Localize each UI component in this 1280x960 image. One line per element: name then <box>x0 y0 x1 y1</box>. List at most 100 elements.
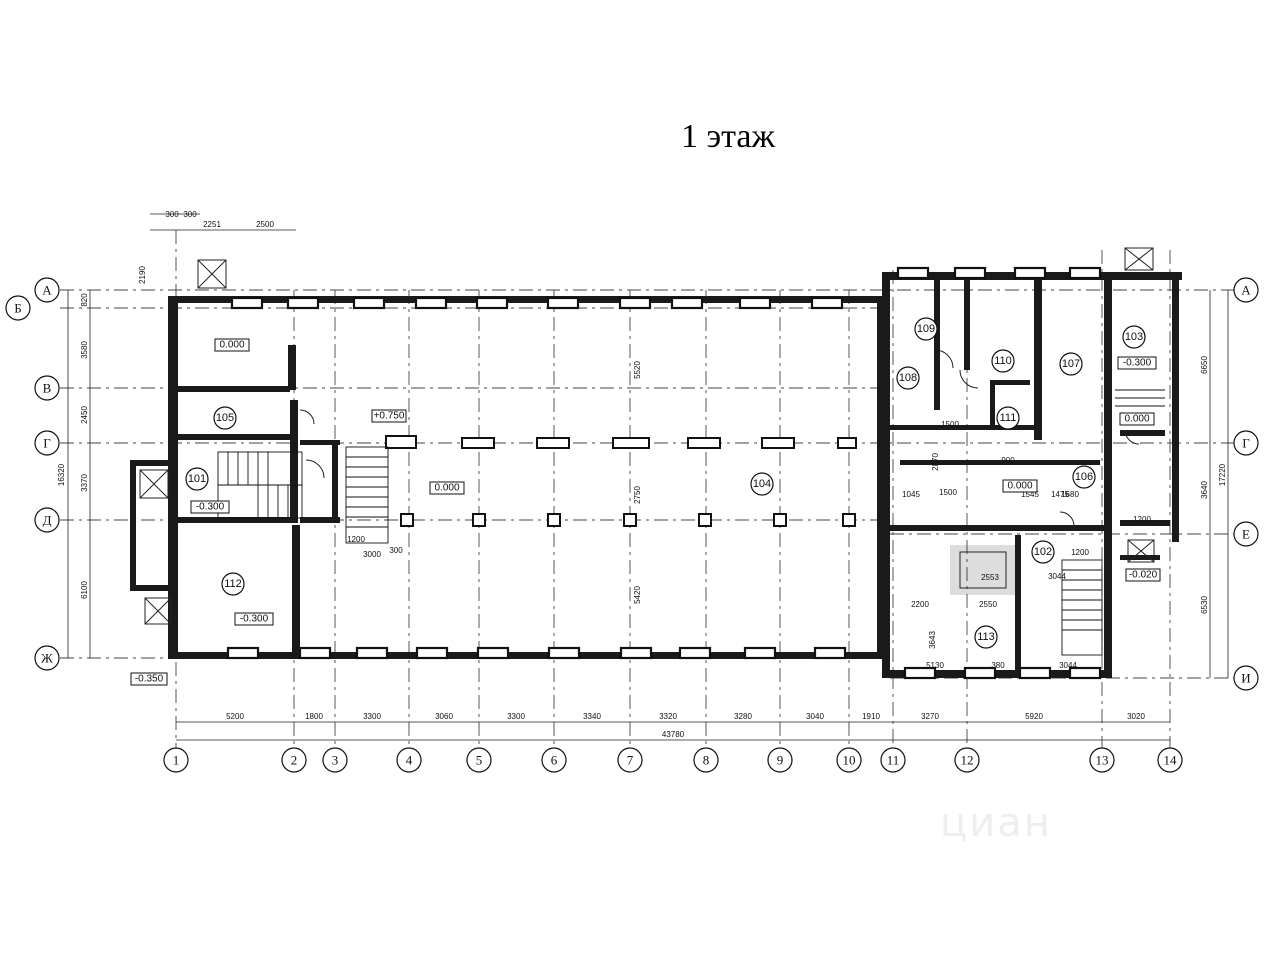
dim-inner-24: 1500 <box>939 488 957 497</box>
axis-2: 2 <box>291 753 298 768</box>
dim-11-12: 3270 <box>921 712 939 721</box>
axis-9: 9 <box>777 753 784 768</box>
room-103: 103 <box>1125 331 1143 343</box>
room-111: 111 <box>1000 412 1017 424</box>
door-swings <box>299 349 1140 527</box>
dim-inner-19: 2553 <box>981 573 999 582</box>
dim-inner-11: 1475 <box>1051 490 1069 499</box>
dim-top-3: 2251 <box>203 220 221 229</box>
dim-right-3: 6530 <box>1200 596 1209 614</box>
axis-4: 4 <box>406 753 413 768</box>
dim-inner-1: 5520 <box>633 361 642 379</box>
shafts <box>139 247 1155 625</box>
dim-inner-14: 2200 <box>911 600 929 609</box>
level-mark-0300-a: -0.300 <box>196 502 225 513</box>
axis-12: 12 <box>961 753 974 768</box>
room-105: 105 <box>216 412 234 424</box>
room-labels: 101 102 103 104 105 106 107 108 109 110 … <box>185 317 1146 649</box>
room-102: 102 <box>1034 546 1052 558</box>
room-112: 112 <box>224 578 242 590</box>
watermark: циан <box>940 800 1052 846</box>
dim-top-4: 2500 <box>256 220 274 229</box>
level-mark-0000-c: 0.000 <box>1007 481 1032 492</box>
stairs <box>217 389 1165 656</box>
interior-walls-right <box>890 280 1170 670</box>
level-mark-0020: -0.020 <box>1129 570 1158 581</box>
dim-inner-8: 2870 <box>931 453 940 471</box>
axis-a-left: А <box>42 283 52 298</box>
dim-12-13: 5920 <box>1025 712 1043 721</box>
axis-13: 13 <box>1096 753 1109 768</box>
page-title: 1 этаж <box>681 118 775 155</box>
window-piers <box>226 266 1102 680</box>
axis-i-right: И <box>1241 671 1250 686</box>
axis-7: 7 <box>627 753 634 768</box>
top-dimension-labels: 300 300 2251 2500 2190 <box>138 210 274 284</box>
dim-left-5: 6100 <box>80 581 89 599</box>
side-dimension-labels: 16320 820 3580 2450 3370 6100 17220 6650… <box>57 293 1227 614</box>
room-109: 109 <box>917 323 935 335</box>
level-mark-0000-a: 0.000 <box>219 340 244 351</box>
level-mark-0300-b: -0.300 <box>240 614 269 625</box>
dim-2-3: 1800 <box>305 712 323 721</box>
level-mark-0750: +0.750 <box>374 411 405 422</box>
dim-3-4: 3300 <box>363 712 381 721</box>
axis-g-right: Г <box>1242 436 1250 451</box>
axis-v-left: В <box>43 381 52 396</box>
dim-left-1: 820 <box>80 293 89 307</box>
interior-walls-left <box>178 345 340 655</box>
dim-inner-12: 1680 <box>1061 490 1079 499</box>
axis-8: 8 <box>703 753 710 768</box>
dim-left-2: 3580 <box>80 341 89 359</box>
axis-a-right: А <box>1241 283 1251 298</box>
axis-1: 1 <box>173 753 180 768</box>
axis-d-left: Д <box>43 513 52 528</box>
dim-9-10: 3040 <box>806 712 824 721</box>
dim-inner-15: 2550 <box>979 600 997 609</box>
dim-4-5: 3060 <box>435 712 453 721</box>
axis-10: 10 <box>843 753 856 768</box>
dim-inner-22: 1200 <box>1071 548 1089 557</box>
room-113: 113 <box>977 631 995 643</box>
level-marks: 0.000 +0.750 0.000 -0.300 -0.300 0.000 -… <box>130 338 1161 686</box>
level-mark-0000-b: 0.000 <box>434 483 459 494</box>
axis-6: 6 <box>551 753 558 768</box>
axis-g-left: Г <box>43 436 51 451</box>
room-107: 107 <box>1062 358 1080 370</box>
dim-right-2: 3640 <box>1200 481 1209 499</box>
dim-inner-16: 3044 <box>1048 572 1066 581</box>
room-110: 110 <box>994 355 1012 367</box>
axis-letter-bubbles: А Б В Г Д Ж А Г Е И <box>5 277 1259 691</box>
dim-13-14: 3020 <box>1127 712 1145 721</box>
dim-inner-21: 3044 <box>1059 661 1077 670</box>
room-104: 104 <box>753 478 771 490</box>
dim-top-5: 2190 <box>138 266 147 284</box>
dim-inner-9: 1045 <box>902 490 920 499</box>
dim-overall: 43780 <box>662 730 685 739</box>
dim-left-total: 16320 <box>57 463 66 486</box>
dim-inner-18: 380 <box>991 661 1005 670</box>
axis-3: 3 <box>332 753 339 768</box>
bottom-dimension-labels: 5200 1800 3300 3060 3300 3340 3320 3280 … <box>226 712 1145 739</box>
dim-left-3: 2450 <box>80 406 89 424</box>
dim-5-6: 3300 <box>507 712 525 721</box>
dimension-lines <box>67 213 1229 741</box>
axis-5: 5 <box>476 753 483 768</box>
outer-walls <box>130 272 1182 678</box>
dim-left-4: 3370 <box>80 474 89 492</box>
axis-number-bubbles: 1 2 3 4 5 6 7 8 9 10 11 12 13 14 <box>163 747 1183 773</box>
dim-right-1: 6650 <box>1200 356 1209 374</box>
dim-10-11: 1910 <box>862 712 880 721</box>
dim-inner-2: 2750 <box>633 486 642 504</box>
columns <box>385 435 857 527</box>
dim-inner-6: 300 <box>389 546 403 555</box>
dim-1-2: 5200 <box>226 712 244 721</box>
dim-inner-7: 1500 <box>941 420 959 429</box>
dim-right-total: 17220 <box>1218 463 1227 486</box>
dim-inner-4: 1200 <box>347 535 365 544</box>
dim-inner-3: 5420 <box>633 586 642 604</box>
axis-b-left: Б <box>14 301 21 316</box>
axis-11: 11 <box>887 753 900 768</box>
axis-14: 14 <box>1164 753 1178 768</box>
